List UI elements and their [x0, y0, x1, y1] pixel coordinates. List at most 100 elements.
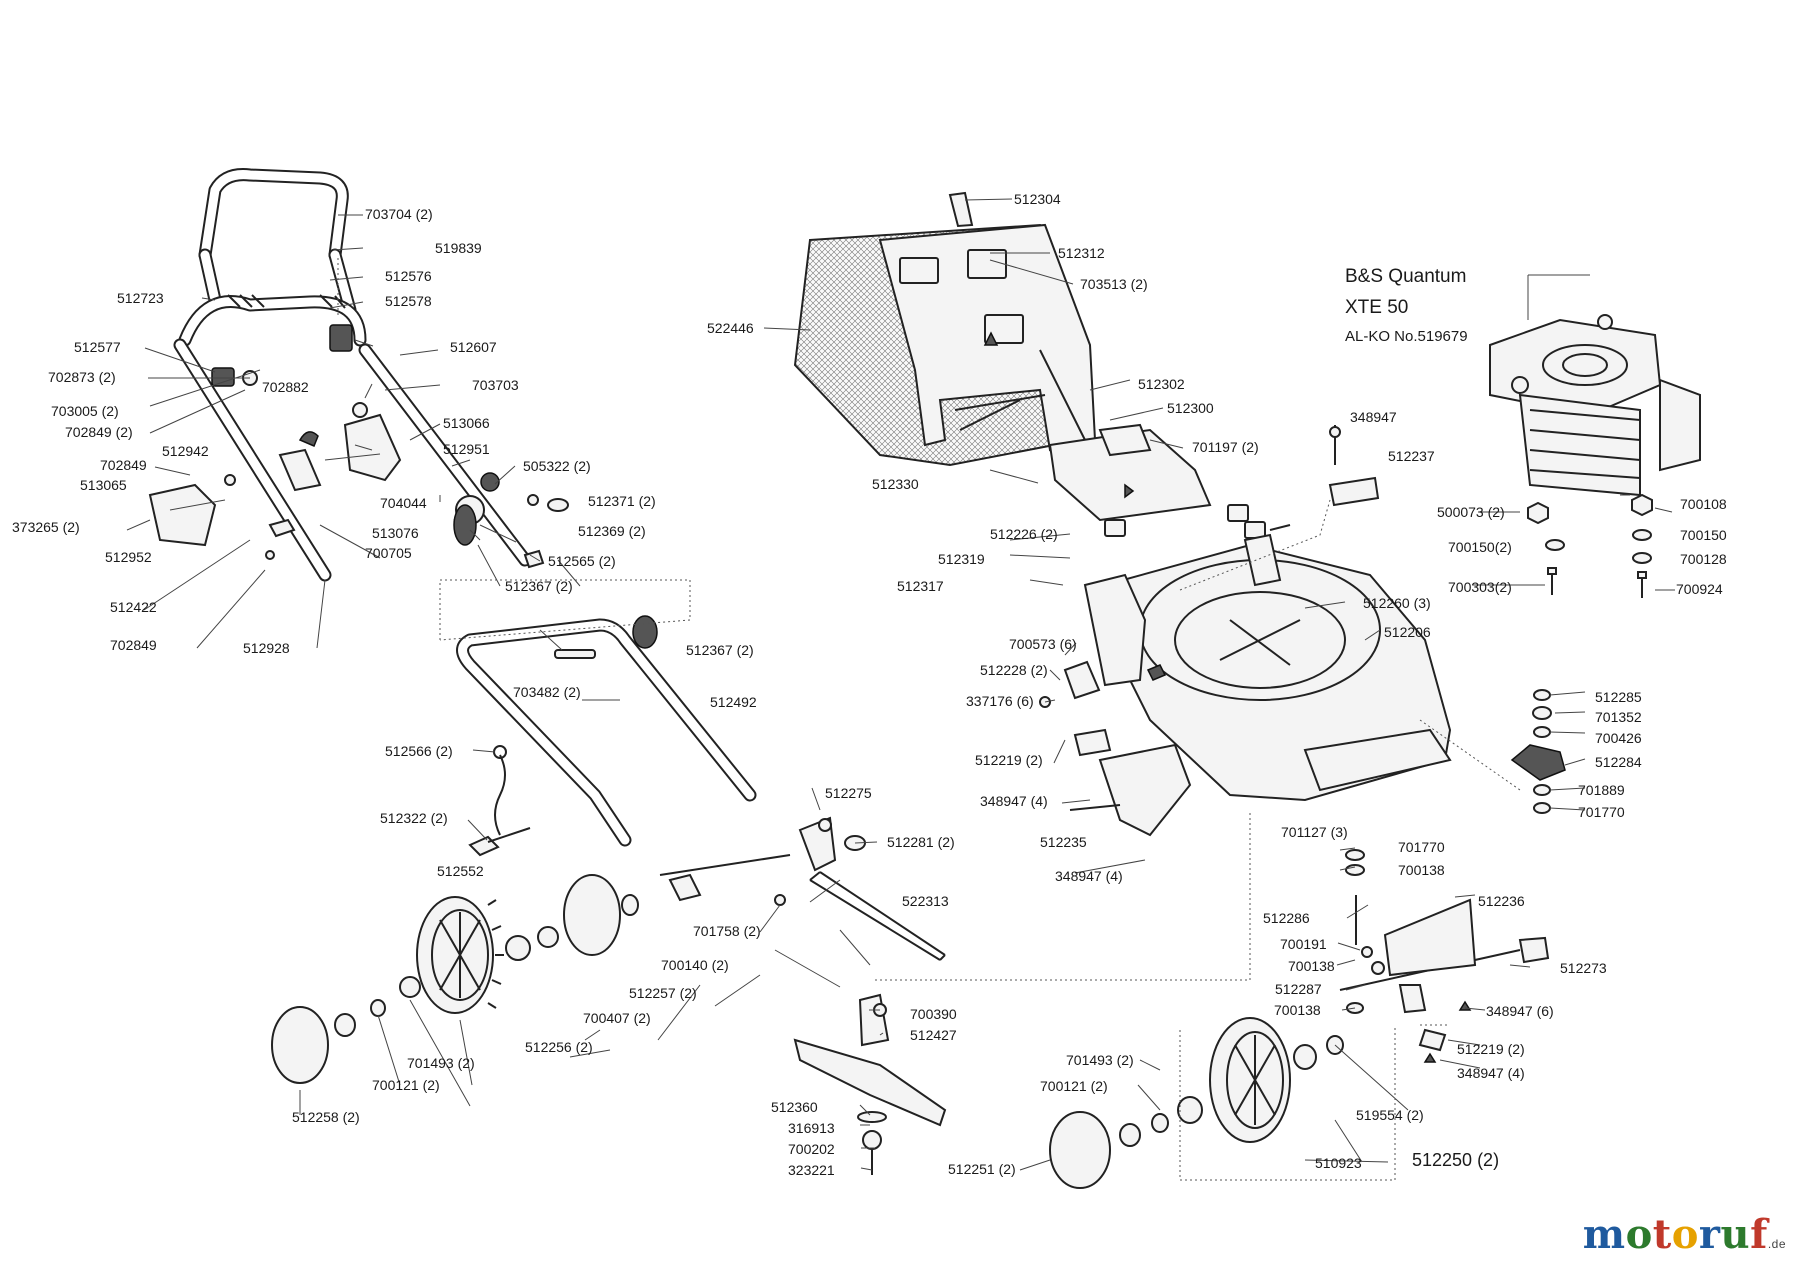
part-label: 512287: [1275, 981, 1322, 997]
part-labels: 703704 (2) 519839 512576 512723 512578 5…: [12, 191, 1727, 1178]
blade-assembly: [793, 993, 947, 1175]
part-label: 512427: [910, 1027, 957, 1043]
leader-lines: [126, 198, 1675, 1171]
engine-hardware: [1527, 493, 1653, 598]
part-label: 519554 (2): [1356, 1107, 1424, 1123]
front-axle: [1339, 849, 1550, 1063]
part-label: 512577: [74, 339, 121, 355]
part-label: 701493 (2): [407, 1055, 475, 1071]
part-label: 512304: [1014, 191, 1061, 207]
engine: [1489, 314, 1701, 497]
part-label: 702849: [110, 637, 157, 653]
part-label: 512219 (2): [975, 752, 1043, 768]
part-label: 701127 (3): [1281, 824, 1348, 840]
part-label: 512312: [1058, 245, 1105, 261]
lower-handle: [456, 615, 757, 857]
part-label: 700121 (2): [372, 1077, 440, 1093]
part-label: 373265 (2): [12, 519, 80, 535]
grass-catcher: [793, 191, 1097, 467]
part-label: 348947 (6): [1486, 1003, 1554, 1019]
part-label: 703703: [472, 377, 519, 393]
part-label: 512951: [443, 441, 490, 457]
part-label: 700573 (6): [1009, 636, 1077, 652]
rear-axle: [659, 816, 946, 961]
part-label: 512552: [437, 863, 484, 879]
part-label: 513066: [443, 415, 490, 431]
part-label: 512360: [771, 1099, 818, 1115]
part-label: 703513 (2): [1080, 276, 1148, 292]
watermark-suffix: .de: [1767, 1237, 1786, 1251]
part-label: 702849: [100, 457, 147, 473]
part-label: 512281 (2): [887, 834, 955, 850]
watermark-letter: f: [1750, 1211, 1768, 1258]
part-label: 512284: [1595, 754, 1642, 770]
part-label: 512317: [897, 578, 944, 594]
watermark-letter: o: [1671, 1211, 1699, 1258]
part-label: 512300: [1167, 400, 1214, 416]
watermark-letter: m: [1582, 1211, 1626, 1258]
part-label: 500073 (2): [1437, 504, 1505, 520]
part-label: 512322 (2): [380, 810, 448, 826]
part-label: 316913: [788, 1120, 835, 1136]
watermark-letter: o: [1625, 1211, 1653, 1258]
part-label: 512260 (3): [1363, 595, 1431, 611]
part-label: 512576: [385, 268, 432, 284]
part-label: 700140 (2): [661, 957, 729, 973]
part-label: 700138: [1398, 862, 1445, 878]
part-label: 512237: [1388, 448, 1435, 464]
part-label: 700108: [1680, 496, 1727, 512]
upper-handle-bar: [178, 168, 367, 347]
part-label: 512273: [1560, 960, 1607, 976]
left-wheel: [271, 874, 639, 1084]
part-label: 702849 (2): [65, 424, 133, 440]
part-label: 512257 (2): [629, 985, 697, 1001]
part-label: 512251 (2): [948, 1161, 1016, 1177]
part-label: 323221: [788, 1162, 835, 1178]
part-label: 701493 (2): [1066, 1052, 1134, 1068]
part-label: 348947 (4): [1457, 1065, 1525, 1081]
part-label: 512367 (2): [505, 578, 573, 594]
part-label: 512371 (2): [588, 493, 656, 509]
part-label: 512258 (2): [292, 1109, 360, 1125]
part-label: 700150(2): [1448, 539, 1512, 555]
engine-model: XTE 50: [1345, 297, 1408, 318]
part-label: 701352: [1595, 709, 1642, 725]
part-label: 700705: [365, 545, 412, 561]
part-label: 700191: [1280, 936, 1327, 952]
part-label: 512302: [1138, 376, 1185, 392]
part-label: 512492: [710, 694, 757, 710]
part-label: 512219 (2): [1457, 1041, 1525, 1057]
part-label: 512319: [938, 551, 985, 567]
part-label: 700303(2): [1448, 579, 1512, 595]
part-label: 512928: [243, 640, 290, 656]
part-label: 512952: [105, 549, 152, 565]
part-label: 522446: [707, 320, 754, 336]
part-label: 512256 (2): [525, 1039, 593, 1055]
part-label: 512226 (2): [990, 526, 1058, 542]
part-label: 512422: [110, 599, 157, 615]
deflector-flap: [1048, 423, 1380, 539]
part-label: 512330: [872, 476, 919, 492]
part-label: 348947: [1350, 409, 1397, 425]
part-label: 703704 (2): [365, 206, 433, 222]
part-label: 701889: [1578, 782, 1625, 798]
part-label: 701770: [1398, 839, 1445, 855]
engine-brand: B&S Quantum: [1345, 266, 1466, 287]
part-label: 337176 (6): [966, 693, 1034, 709]
part-label: 510923: [1315, 1155, 1362, 1171]
engine-part-no: AL-KO No.519679: [1345, 328, 1468, 345]
part-label: 704044: [380, 495, 427, 511]
part-label: 512723: [117, 290, 164, 306]
watermark-letter: r: [1698, 1211, 1721, 1258]
part-label: 512607: [450, 339, 497, 355]
watermark-letter: u: [1720, 1211, 1751, 1258]
part-label: 512578: [385, 293, 432, 309]
watermark-logo: motoruf.de: [1583, 1211, 1786, 1258]
mower-deck: [1039, 533, 1452, 837]
part-label: 700138: [1274, 1002, 1321, 1018]
watermark-text: motoruf: [1583, 1211, 1768, 1258]
part-label: 348947 (4): [1055, 868, 1123, 884]
part-label: 513076: [372, 525, 419, 541]
handle-side-tubes: [173, 338, 532, 582]
